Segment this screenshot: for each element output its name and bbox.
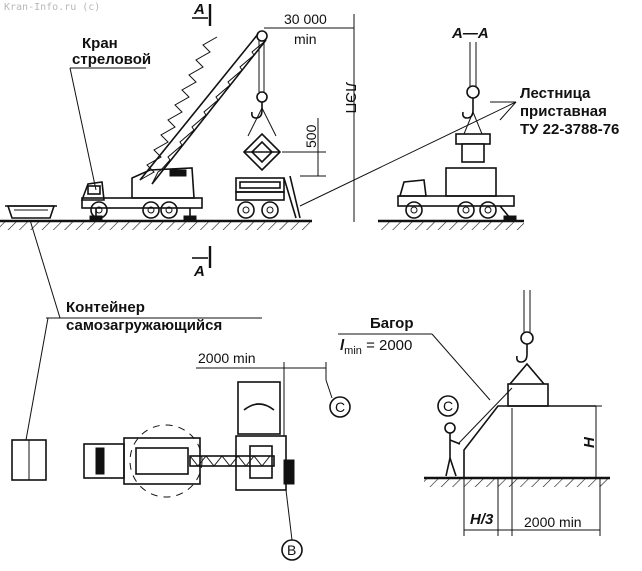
marker-c-side-circle [437,395,459,417]
dim-h: H [581,436,598,448]
ladder-leader-line [299,101,517,207]
dim-h3: H/3 [470,511,494,528]
crane-label-line2: стреловой [72,51,151,68]
marker-c-side: C [443,398,453,414]
ground-hatch-top-left [0,222,312,230]
suspended-load [242,132,282,172]
dim-30000-value: 30 000 [284,11,327,27]
hook-length-formula: lmin = 2000 [340,337,412,357]
container-label-line2: самозагружающийся [66,317,222,334]
dim-2000-top-value: 2000 min [198,350,256,366]
truck-rear-view [397,167,517,221]
dump-truck [235,175,301,219]
hook-length-sub: min [344,345,362,357]
dump-truck-plan [235,381,295,491]
marker-b-plan: B [287,542,296,558]
crane-plan [83,424,275,498]
hook-label: Багор [370,315,414,332]
watermark: Kran-Info.ru (c) [4,2,101,13]
marker-c-plan: C [335,399,345,415]
container-elevation [5,205,57,219]
power-line-label: ЛЭП [342,82,359,113]
container-leader-elevation [29,219,61,319]
container-label-line1: Контейнер [66,299,145,316]
crane-label-line1: Кран [82,35,118,52]
crane-elevation-view: A A Кран стреловой 30 000 min ЛЭП 500 [0,1,359,280]
section-marker-bottom: A [193,263,205,280]
section-title: A—A [451,25,489,42]
section-a-a-view: A—A Лестница приставная ТУ 22 [299,25,619,230]
hook-length-value: = 2000 [362,337,412,354]
ladder-label-line1: Лестница [520,85,591,102]
ladder-label-line3: ТУ 22-3788-76 [520,121,619,138]
container-leader-plan [25,317,49,441]
ladder-label-line2: приставная [520,103,607,120]
hook-length-symbol: l [340,337,345,354]
dim-30000-unit: min [294,31,317,47]
load-receiving-scheme: C Багор lmin = 2000 H H/3 2000 min [338,290,610,536]
dim-2000-bottom: 2000 min [524,514,582,530]
marker-c-plan-circle [329,396,351,418]
truck-crane [80,30,282,221]
dim-500-value: 500 [303,124,319,148]
crane-leader-line [69,67,97,191]
hook-leader-line [431,333,491,401]
plan-view: Контейнер самозагружающийся [11,219,351,561]
worker-with-hook-pole [444,387,513,477]
section-marker-top: A [193,1,205,18]
